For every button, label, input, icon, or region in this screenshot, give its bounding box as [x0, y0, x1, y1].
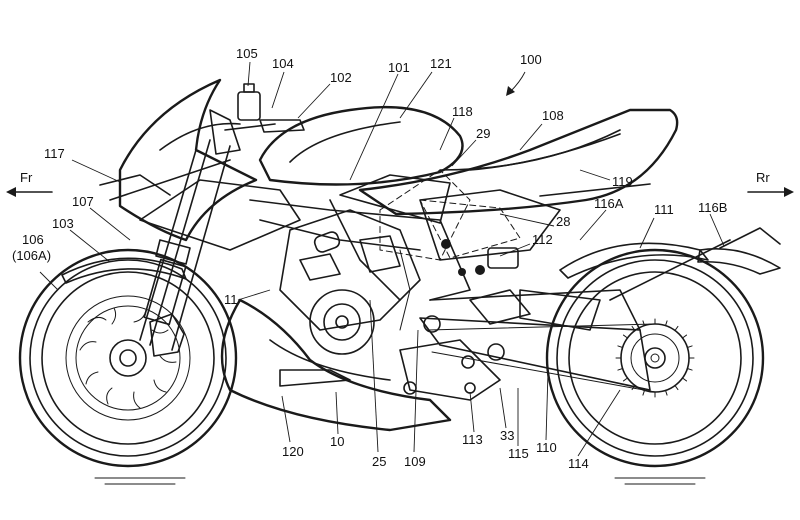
ref-101: 101 [388, 60, 410, 75]
rear-hub [644, 347, 666, 369]
sprocket-tooth [674, 325, 679, 331]
sprocket-tooth [665, 320, 668, 327]
ref-113: 113 [462, 432, 483, 447]
generator-cover [309, 289, 375, 355]
ref-11: 11 [224, 292, 238, 307]
sprocket-tooth [622, 377, 628, 382]
sprocket-tooth [682, 334, 688, 339]
sprocket-tooth [642, 320, 645, 327]
swingarm [419, 289, 656, 393]
lower-cowl [220, 298, 452, 432]
ref-100: 100 [520, 52, 542, 67]
leader-lines [39, 61, 725, 457]
ref-25: 25 [372, 454, 386, 469]
ref-103: 103 [52, 216, 74, 231]
sprocket-tooth [617, 368, 624, 371]
front-fender [61, 257, 187, 284]
ecu-box [487, 247, 519, 269]
ref-105: 105 [236, 46, 258, 61]
front-fork [139, 139, 231, 351]
front-hub [109, 339, 147, 377]
rear-fender [559, 227, 781, 301]
ref-106a: (106A) [12, 248, 51, 263]
direction-rear-indicator: Rr [747, 170, 794, 197]
ref-109: 109 [404, 454, 426, 469]
front-wheel [18, 248, 238, 468]
seat-tail [358, 108, 679, 216]
ref-115: 115 [508, 446, 529, 461]
ref-110: 110 [536, 440, 557, 455]
sprocket-tooth [642, 389, 645, 396]
engine [279, 209, 421, 355]
sprocket-tooth [622, 334, 628, 339]
reference-labels: 105 104 102 101 121 118 29 108 117 119 1… [12, 46, 727, 471]
reservoir [237, 91, 261, 121]
fasteners [441, 239, 519, 276]
ground-lines [94, 477, 706, 485]
ref-119: 119 [612, 174, 633, 189]
ref-108: 108 [542, 108, 564, 123]
sprocket-tooth [686, 368, 693, 371]
ref-117: 117 [44, 146, 65, 161]
sprocket-tooth [674, 385, 679, 391]
ref-10: 10 [330, 434, 344, 449]
ref-104: 104 [272, 56, 294, 71]
ref-107: 107 [72, 194, 94, 209]
hidden-lines [379, 169, 521, 261]
handlebar [209, 83, 305, 155]
sprocket-tooth [686, 345, 693, 348]
direction-front-indicator: Fr [6, 170, 53, 197]
sprocket-tooth [665, 389, 668, 396]
front-caliper [149, 313, 185, 357]
front-brake-disc [65, 295, 191, 421]
ref-114: 114 [568, 456, 589, 471]
main-ref: 100 [506, 52, 542, 96]
direction-rear-label: Rr [756, 170, 770, 185]
rear-wheel [545, 248, 765, 468]
footrest-linkage [399, 289, 531, 401]
ref-33: 33 [500, 428, 514, 443]
sprocket-tooth [617, 345, 624, 348]
sprocket-tooth [682, 377, 688, 382]
ref-112: 112 [532, 232, 553, 247]
ref-28: 28 [556, 214, 570, 229]
fuel-tank [258, 105, 464, 186]
ref-116b: 116B [698, 200, 727, 215]
ref-116a: 116A [594, 196, 624, 211]
ref-29: 29 [476, 126, 490, 141]
ref-118: 118 [452, 104, 473, 119]
front-fairing [99, 78, 301, 251]
ref-111: 111 [654, 202, 674, 217]
ref-120: 120 [282, 444, 304, 459]
ref-121: 121 [430, 56, 452, 71]
ref-106: 106 [22, 232, 44, 247]
direction-front-label: Fr [20, 170, 33, 185]
ref-102: 102 [330, 70, 352, 85]
